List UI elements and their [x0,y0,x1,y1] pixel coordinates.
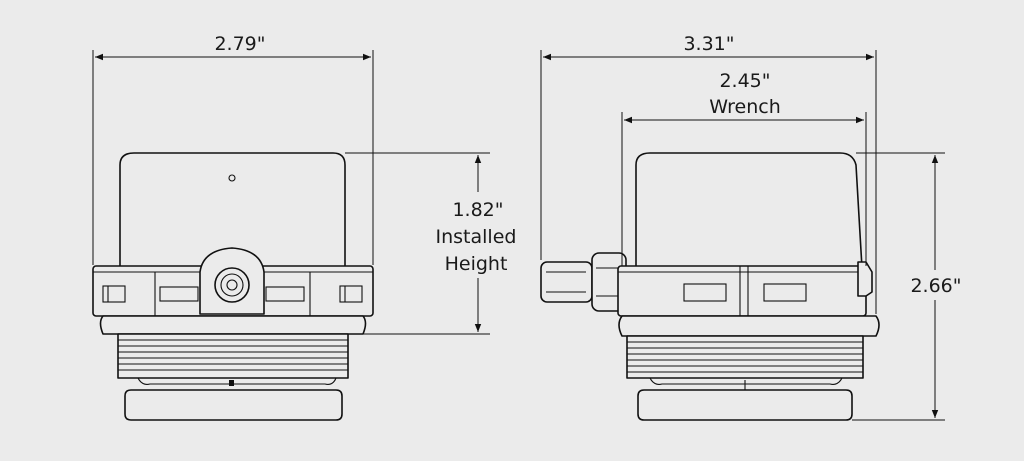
wrench-value: 2.45" [719,70,770,92]
front-port-fitting [214,267,250,303]
front-thread-body [117,333,349,379]
side-window-left [683,283,727,302]
installed-height-value: 1.82" [452,199,503,221]
front-gasket [99,315,367,335]
front-view [92,152,374,421]
wrench-caption: Wrench [709,96,781,118]
side-base-flange [637,389,853,421]
side-view [540,152,880,421]
front-width-dimension: 2.79" [92,33,374,265]
side-overall-width-label: 3.31" [683,33,734,55]
front-threads [118,339,348,371]
front-cap [119,152,346,269]
front-width-label: 2.79" [214,33,265,55]
front-latch-slot-right [339,285,363,303]
side-thread-body [626,335,864,379]
installed-height-caption-2: Height [445,253,508,275]
installed-height-caption-1: Installed [436,226,517,248]
front-latch-slot-left [102,285,126,303]
side-window-right [763,283,807,302]
side-fitting-nut-outer [540,261,593,303]
side-threads [627,341,863,373]
side-collar [617,265,867,317]
front-cap-vent-hole [228,174,236,182]
side-gasket [618,315,880,337]
wrench-dimension: 2.45" Wrench [621,70,867,266]
side-overall-width-dimension: 3.31" [540,33,877,314]
side-cap [635,152,863,269]
front-base-flange [124,389,343,421]
front-window-left [159,286,199,302]
installed-height-dimension: 1.82" Installed Height [345,152,517,335]
side-height-dimension: 2.66" [852,152,962,421]
front-window-right [265,286,305,302]
side-height-label: 2.66" [910,275,961,297]
